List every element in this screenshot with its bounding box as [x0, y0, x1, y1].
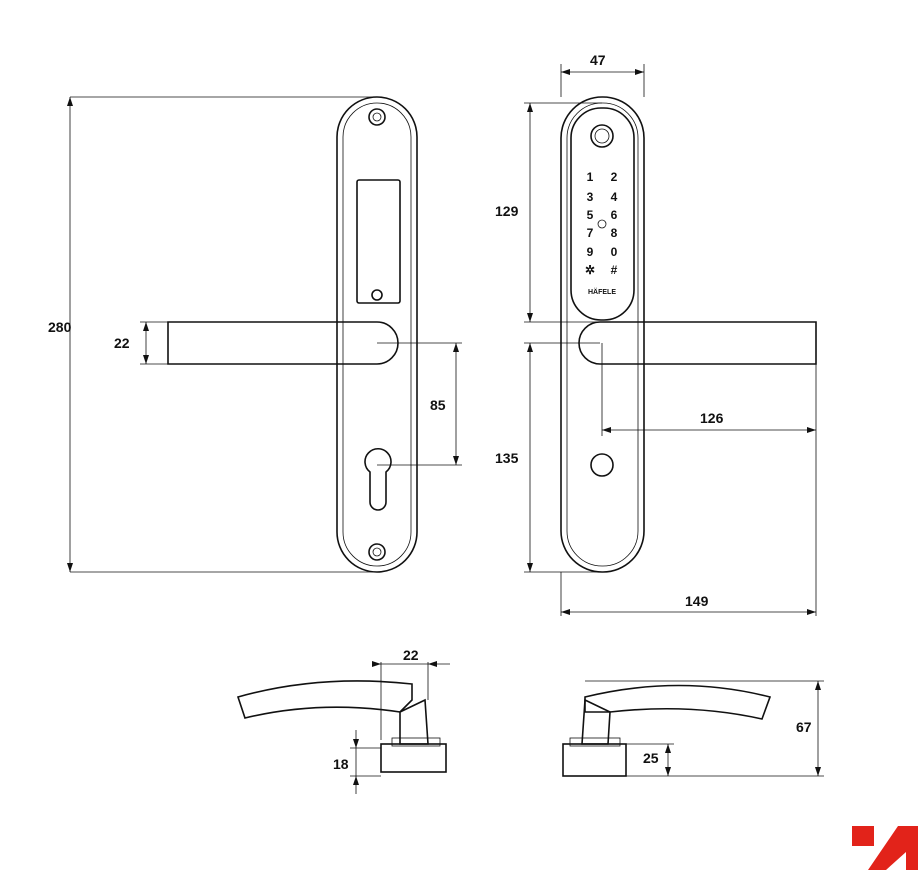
side-view-left: [236, 661, 450, 794]
rectangular-window: [356, 179, 401, 304]
keypad-panel: [570, 107, 635, 321]
dim-overall-depth: 149: [685, 593, 709, 609]
key-0: 0: [611, 245, 618, 259]
side-neck-right: [581, 698, 611, 745]
keyhole-icon: [364, 447, 392, 511]
thumb-turn-icon: [590, 453, 614, 477]
dim-rose-width: 22: [403, 647, 419, 663]
right-dimensions: [524, 64, 817, 616]
key-2: 2: [611, 170, 618, 184]
left-handle: [167, 321, 399, 365]
key-7: 7: [587, 226, 594, 240]
side-base-left: [380, 743, 447, 773]
side-neck-left: [399, 698, 429, 745]
key-star: ✲: [585, 263, 595, 277]
outer-plate-inner-outline: [342, 102, 412, 567]
dim-total-height: 280: [48, 319, 72, 335]
dim-handle-height: 67: [796, 719, 812, 735]
hafele-logo-icon: [852, 826, 918, 870]
side-handle-left: [236, 680, 413, 719]
dim-keypad-height: 129: [495, 203, 519, 219]
side-base-right: [562, 743, 627, 777]
keypad-plate-view: HÄFELE: [560, 96, 817, 573]
outer-plate-outline: [336, 96, 418, 573]
keypad-keys: 1 2 3 4 5 6 7 8 9 0 ✲ #: [585, 170, 618, 277]
side-view-right: [562, 680, 824, 777]
key-4: 4: [611, 190, 618, 204]
key-8: 8: [611, 226, 618, 240]
dim-handle-thickness: 22: [114, 335, 130, 351]
dim-handle-to-keyhole: 85: [430, 397, 446, 413]
dim-lower-height: 135: [495, 450, 519, 466]
bottom-screw-icon: [368, 543, 386, 561]
right-handle: [578, 321, 817, 365]
dim-plate-width: 47: [590, 52, 606, 68]
side-handle-right: [584, 684, 772, 720]
keypad-plate-outline: [560, 96, 645, 573]
dim-handle-projection: 126: [700, 410, 724, 426]
key-1: 1: [587, 170, 594, 184]
top-screw-icon: [368, 108, 386, 126]
dim-base-height: 18: [333, 756, 349, 772]
outer-plate-view: [167, 96, 418, 573]
dimension-labels: 280 22 85 47 129 135 126 149 22 18 25 67: [48, 52, 812, 772]
key-5: 5: [587, 208, 594, 222]
key-indicator-icon: [597, 219, 607, 229]
key-3: 3: [587, 190, 594, 204]
fingerprint-sensor-icon: [590, 124, 614, 148]
key-9: 9: [587, 245, 594, 259]
keypad-plate-inner-outline: [566, 102, 639, 567]
left-dimensions: [67, 96, 462, 573]
key-6: 6: [611, 208, 618, 222]
key-hash: #: [611, 263, 618, 277]
keypad-brand: HÄFELE: [588, 288, 616, 296]
dim-base-height-right: 25: [643, 750, 659, 766]
window-screw-icon: [371, 289, 383, 301]
